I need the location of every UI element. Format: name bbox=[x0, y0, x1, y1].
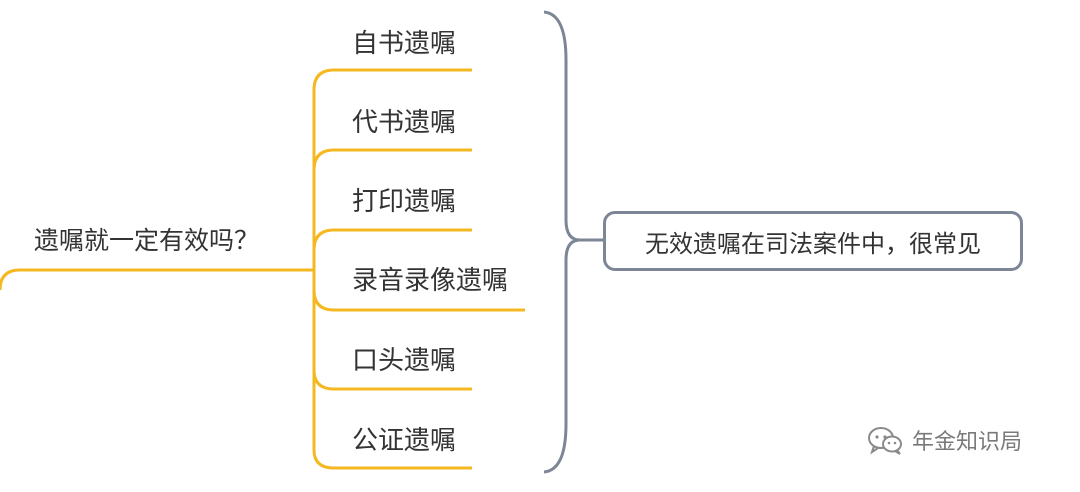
summary-node-label: 无效遗嘱在司法案件中，很常见 bbox=[645, 229, 981, 258]
branch-node-label: 打印遗嘱 bbox=[352, 187, 457, 217]
wechat-icon bbox=[868, 427, 902, 455]
summary-node: 无效遗嘱在司法案件中，很常见 bbox=[603, 211, 1023, 271]
root-node-label: 遗嘱就一定有效吗？ bbox=[34, 226, 260, 255]
branch-connector-6 bbox=[312, 449, 472, 470]
branch-connector-2 bbox=[312, 148, 472, 171]
branch-node-label: 代书遗嘱 bbox=[352, 108, 457, 138]
branch-node-label: 录音录像遗嘱 bbox=[352, 266, 509, 296]
root-connector bbox=[0, 268, 314, 291]
watermark-label: 年金知识局 bbox=[912, 430, 1023, 455]
brace-bracket bbox=[543, 10, 581, 474]
watermark: 年金知识局 bbox=[866, 424, 1022, 456]
branch-trunk bbox=[312, 68, 472, 91]
branch-connector-4 bbox=[312, 228, 472, 251]
branch-node-label: 公证遗嘱 bbox=[352, 426, 457, 456]
branch-node-label: 自书遗嘱 bbox=[352, 29, 457, 59]
branch-node-label: 口头遗嘱 bbox=[352, 346, 457, 376]
